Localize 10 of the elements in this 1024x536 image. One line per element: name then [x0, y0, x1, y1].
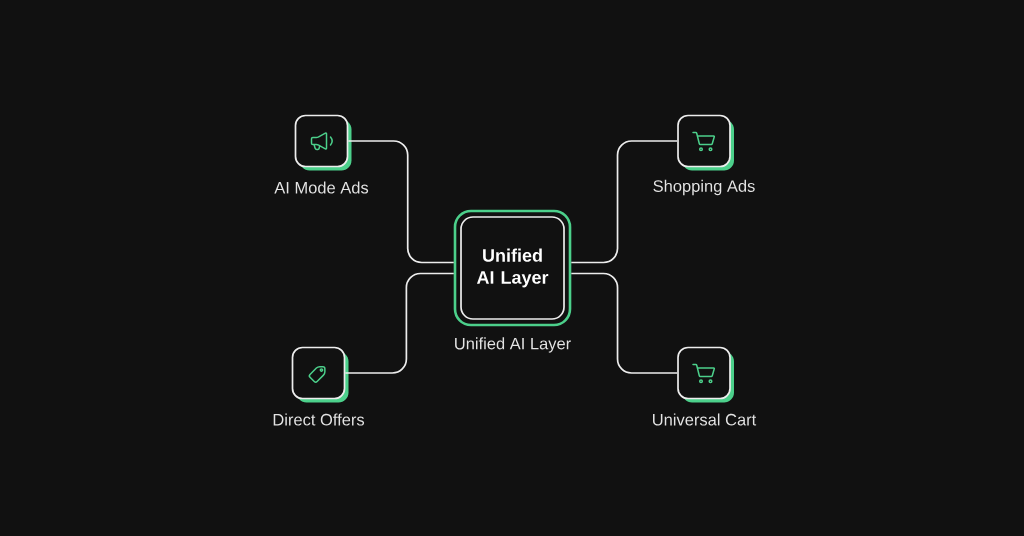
connector-line	[570, 272, 678, 374]
node-label: Shopping Ads	[653, 179, 755, 196]
node-label: Universal Cart	[653, 413, 757, 426]
connector-line	[347, 140, 455, 264]
node-label: AI Mode Ads	[274, 181, 369, 194]
process-box: Unified AI Layer	[453, 209, 572, 327]
connector-line	[570, 140, 678, 264]
connector-line	[344, 272, 455, 374]
caption-text: Unified AI Layer	[455, 337, 571, 353]
node-label: Direct Offers	[273, 413, 365, 426]
